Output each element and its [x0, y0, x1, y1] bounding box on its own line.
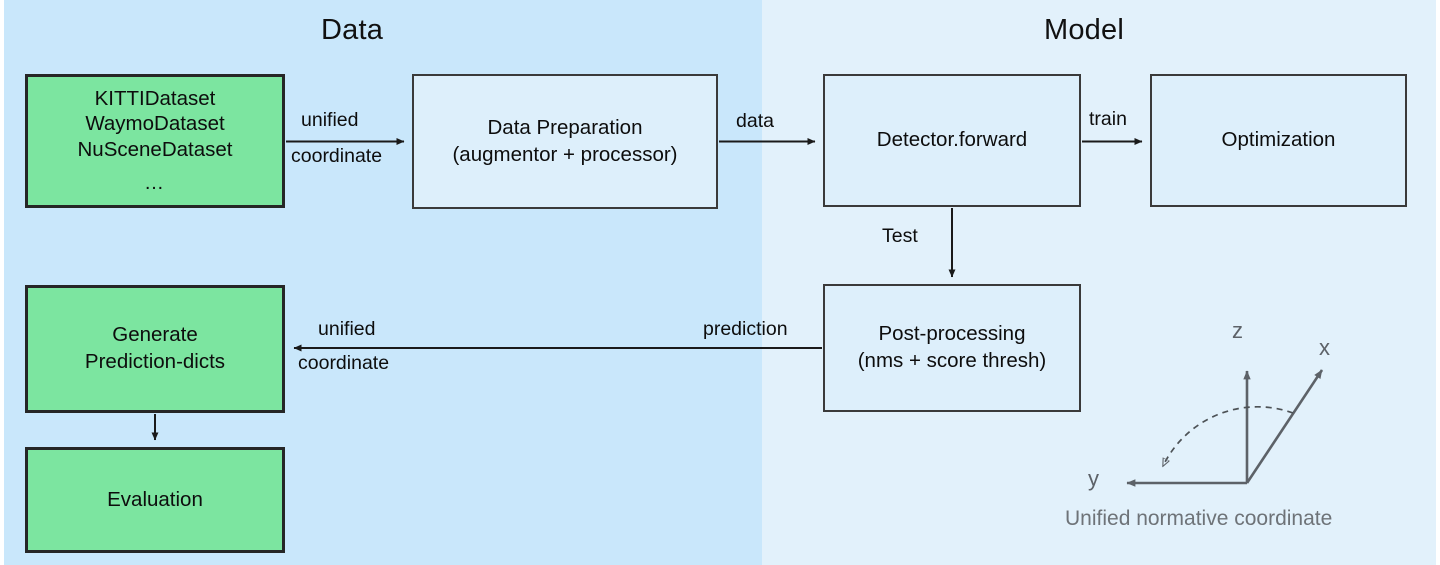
- node-datasets-line2: WaymoDataset: [85, 112, 225, 136]
- edge-label-prediction: prediction: [703, 318, 788, 340]
- node-datasets-ellipsis: …: [144, 172, 166, 195]
- data-panel-title: Data: [321, 14, 384, 46]
- axis-rotation-arc: [1163, 406, 1294, 466]
- node-generate-line1: Generate: [112, 323, 198, 347]
- node-optimization[interactable]: Optimization: [1150, 74, 1407, 207]
- node-generate-prediction-dicts[interactable]: Generate Prediction-dicts: [25, 285, 285, 413]
- axis-label-y: y: [1088, 466, 1099, 491]
- node-optimization-label: Optimization: [1221, 128, 1336, 152]
- node-data-preparation-line1: Data Preparation: [487, 115, 643, 139]
- coordinate-caption: Unified normative coordinate: [1065, 507, 1333, 530]
- node-datasets-line1: KITTIDataset: [94, 86, 216, 110]
- model-panel-title: Model: [1044, 14, 1124, 46]
- axis-label-x: x: [1319, 335, 1330, 360]
- edge-label-test: Test: [882, 225, 918, 247]
- node-detector-forward-label: Detector.forward: [876, 128, 1028, 152]
- node-datasets[interactable]: KITTIDataset WaymoDataset NuSceneDataset…: [25, 74, 285, 208]
- edge-label-data: data: [736, 110, 774, 132]
- node-post-processing-line2: (nms + score thresh): [857, 349, 1047, 372]
- edge-label-unified-top: unified: [301, 109, 359, 131]
- axis-label-z: z: [1232, 318, 1243, 343]
- node-detector-forward[interactable]: Detector.forward: [823, 74, 1081, 207]
- node-data-preparation[interactable]: Data Preparation (augmentor + processor): [412, 74, 718, 209]
- coordinate-axes-figure: [1126, 369, 1324, 487]
- node-evaluation-label: Evaluation: [107, 487, 203, 511]
- node-evaluation[interactable]: Evaluation: [25, 447, 285, 553]
- node-post-processing[interactable]: Post-processing (nms + score thresh): [823, 284, 1081, 412]
- edge-label-coordinate-top: coordinate: [291, 145, 383, 167]
- edge-label-unified-bottom: unified: [318, 318, 376, 340]
- node-data-preparation-line2: (augmentor + processor): [452, 142, 678, 166]
- axis-x-line: [1245, 369, 1324, 484]
- edge-label-coordinate-bottom: coordinate: [298, 352, 390, 374]
- node-post-processing-line1: Post-processing: [878, 322, 1026, 346]
- edge-label-train: train: [1089, 108, 1127, 130]
- node-generate-line2: Prediction-dicts: [84, 350, 226, 373]
- node-datasets-line3: NuSceneDataset: [77, 137, 233, 161]
